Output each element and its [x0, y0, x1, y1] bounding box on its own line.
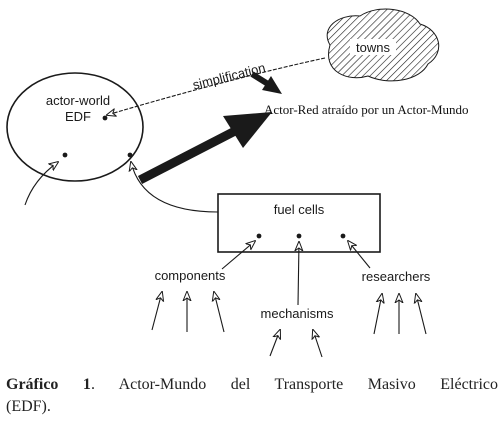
- ellipse-node-upper: [102, 115, 108, 121]
- researchers-to-box-arrow: [348, 241, 371, 269]
- towns-label: towns: [356, 40, 390, 55]
- fuel-cells-label: fuel cells: [274, 202, 325, 217]
- box-node-right: [340, 233, 346, 239]
- towns-label-bg: [350, 39, 396, 55]
- researchers-input-arrow-3: [416, 294, 427, 335]
- short-bold-arrow-head: [262, 76, 282, 94]
- ellipse-node-left: [62, 152, 68, 158]
- simplification-arrow: [107, 57, 326, 115]
- caption-label: Gráfico 1: [6, 376, 91, 393]
- mechanisms-input-arrow-2: [313, 330, 323, 358]
- ellipse-node-right: [127, 152, 133, 158]
- caption-text-line2: (EDF).: [6, 398, 51, 415]
- mechanisms-to-box-arrow: [298, 242, 299, 306]
- actor-world-ellipse: [6, 72, 144, 182]
- actor-world-diagram: actor-world EDF towns simplification Act…: [6, 8, 469, 358]
- components-input-arrow-3: [214, 292, 225, 333]
- actor-world-label: actor-world: [46, 93, 110, 108]
- fuel-cells-to-ellipse-arrow: [131, 162, 219, 213]
- big-bold-arrow-head: [223, 112, 272, 148]
- box-node-left: [256, 233, 262, 239]
- mechanisms-label: mechanisms: [261, 306, 334, 321]
- researchers-label: researchers: [362, 269, 431, 284]
- components-label: components: [155, 268, 226, 283]
- caption-text-line1: . Actor-Mundo del Transporte Masivo Eléc…: [90, 376, 498, 393]
- components-to-box-arrow: [221, 241, 255, 270]
- edf-label: EDF: [65, 109, 91, 124]
- mechanisms-input-arrow-1: [269, 330, 280, 357]
- figure-caption: Gráfico 1. Actor-Mundo del Transporte Ma…: [6, 374, 498, 418]
- short-bold-arrow-shaft: [250, 71, 270, 87]
- left-entry-arrow: [24, 162, 58, 206]
- box-node-center: [296, 233, 302, 239]
- researchers-input-arrow-1: [373, 294, 382, 335]
- components-input-arrow-1: [151, 292, 162, 331]
- actor-red-label: Actor-Red atraído por un Actor-Mundo: [264, 102, 469, 117]
- big-bold-arrow-shaft: [137, 127, 238, 184]
